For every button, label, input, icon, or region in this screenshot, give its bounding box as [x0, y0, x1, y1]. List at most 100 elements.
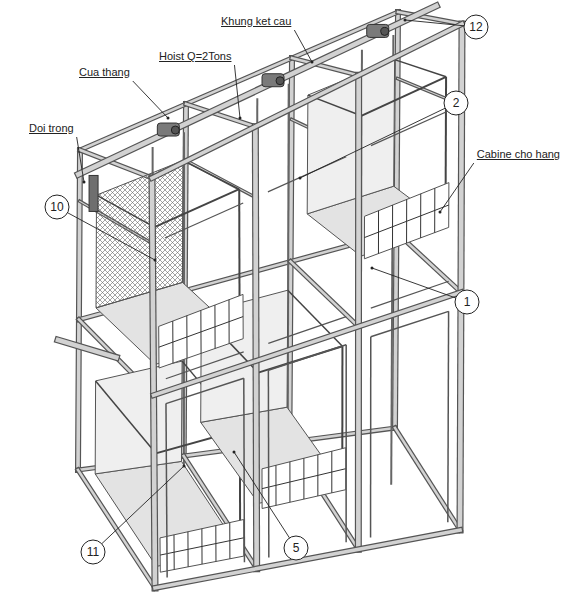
- hoist-drum: [381, 27, 389, 35]
- cabin-door-grid: [160, 520, 244, 573]
- frame-member: [152, 24, 462, 178]
- leader-dot: [439, 211, 442, 214]
- frame-rail: [268, 370, 270, 557]
- frame-member: [291, 262, 359, 327]
- frame-member: [355, 75, 362, 549]
- part-label: Cua thang: [78, 66, 131, 79]
- frame-member: [155, 530, 460, 588]
- frame-member: [289, 58, 292, 442]
- leader-dot: [83, 181, 86, 184]
- leader-line: [234, 452, 289, 538]
- hoist-symbol: [157, 123, 179, 136]
- frame-rail: [371, 111, 449, 146]
- callout-number: 10: [50, 200, 63, 214]
- frame-member: [395, 428, 460, 530]
- frame-rail: [420, 194, 421, 238]
- frame-member: [58, 340, 116, 357]
- part-label: Cabine cho hang: [476, 148, 561, 161]
- frame-rail: [215, 526, 216, 562]
- frame-rail: [228, 300, 229, 344]
- frame-member: [152, 24, 462, 178]
- frame-rail: [434, 188, 435, 232]
- frame-rail: [361, 77, 446, 116]
- frame-rail: [371, 311, 449, 336]
- leader-dot: [183, 465, 186, 468]
- callout-circle: [45, 195, 69, 219]
- frame-member: [152, 178, 155, 588]
- frame-rail: [289, 462, 290, 502]
- frame-rail: [392, 205, 393, 248]
- leader-line: [440, 163, 474, 212]
- frame-rail: [96, 381, 156, 453]
- callout-number: 11: [87, 545, 99, 559]
- cabin-door-grid: [364, 183, 449, 259]
- leader-line: [68, 213, 155, 260]
- cabin-door-grid: [262, 448, 346, 509]
- leader-line: [133, 81, 168, 118]
- frame-rail: [370, 337, 372, 538]
- frame-rail: [166, 352, 244, 379]
- frame-member: [78, 150, 80, 470]
- frame-rail: [275, 465, 276, 505]
- frame-rail: [166, 378, 244, 403]
- cabin-back-wall: [307, 60, 394, 214]
- leader-line: [234, 65, 240, 118]
- leader-line: [405, 20, 464, 26]
- frame-rail: [165, 203, 243, 238]
- leader-dot: [371, 267, 374, 270]
- frame-rail: [154, 189, 239, 227]
- callout-circle: [284, 536, 308, 560]
- frame-rail: [371, 281, 449, 308]
- frame-rail: [172, 321, 173, 363]
- frame-rail: [345, 345, 347, 542]
- frame-member: [356, 75, 361, 549]
- frame-rail: [186, 316, 187, 359]
- callout-number: 2: [453, 96, 460, 110]
- leader-dot: [311, 61, 314, 64]
- part-label: Doi trong: [28, 122, 75, 135]
- callout-circle: [81, 540, 105, 564]
- frame-rail: [406, 199, 407, 243]
- frame-member: [155, 530, 460, 588]
- frame-rail: [183, 161, 239, 190]
- frame-rail: [268, 345, 346, 370]
- leader-dot: [299, 177, 302, 180]
- frame-rail: [201, 529, 202, 564]
- leader-line: [77, 137, 84, 182]
- frame-rail: [214, 305, 215, 348]
- frame-rail: [229, 523, 230, 559]
- frame-rail: [166, 404, 167, 578]
- counterweight-symbol: [89, 175, 98, 211]
- hoist-symbol: [262, 74, 284, 87]
- frame-member: [152, 178, 155, 588]
- leader-line: [102, 466, 184, 544]
- leader-dot: [167, 117, 170, 120]
- leader-line: [294, 30, 312, 62]
- frame-member: [154, 292, 461, 395]
- leader-dot: [154, 259, 157, 262]
- frame-rail: [200, 310, 201, 353]
- frame-member: [289, 58, 292, 442]
- frame-member: [154, 292, 461, 395]
- hoist-symbol: [367, 24, 389, 37]
- frame-member: [58, 340, 116, 357]
- frame-rail: [317, 455, 318, 496]
- leader-dot: [233, 451, 236, 454]
- frame-member: [291, 262, 359, 327]
- frame-rail: [378, 211, 379, 254]
- leader-dot: [239, 117, 242, 120]
- callout-circle: [455, 290, 479, 314]
- callout-circle: [444, 91, 468, 115]
- frame-member: [395, 428, 460, 530]
- frame-rail: [173, 535, 174, 570]
- hoist-drum: [276, 77, 284, 85]
- callout-number: 5: [293, 541, 300, 555]
- leader-dot: [404, 19, 407, 22]
- leader-line: [300, 108, 445, 178]
- part-label: Khung ket cau: [220, 15, 292, 28]
- frame-member: [255, 127, 256, 569]
- frame-rail: [447, 311, 449, 522]
- frame-member: [78, 150, 80, 470]
- hoist-drum: [171, 126, 179, 134]
